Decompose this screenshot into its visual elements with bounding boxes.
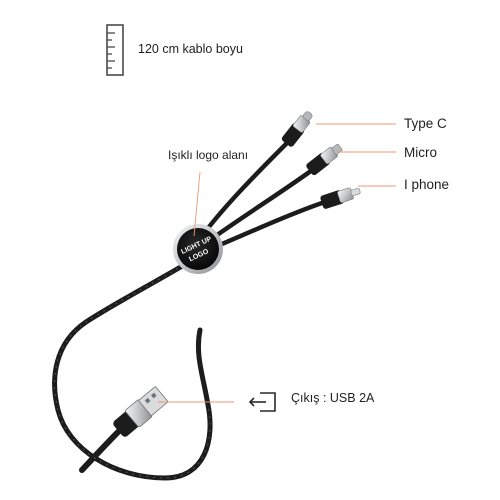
micro-cable: [207, 165, 318, 243]
usb-cable: [79, 425, 125, 473]
cable-texture: [54, 264, 211, 479]
leader-logo: [193, 171, 201, 237]
micro-label: Micro: [404, 145, 437, 160]
output-arrow-icon: [248, 392, 276, 412]
logo-area-label: Işıklı logo alanı: [168, 148, 249, 162]
iphone-label: I phone: [404, 177, 450, 192]
type-c-label: Type C: [404, 116, 447, 131]
type-c-connector: [281, 111, 313, 147]
cable-length-label: 120 cm kablo boyu: [138, 42, 243, 56]
output-label: Çıkış : USB 2A: [291, 391, 375, 405]
usb-a-connector: [113, 386, 169, 437]
iphone-connector: [320, 187, 361, 209]
iphone-cable: [212, 199, 328, 250]
logo-hub: [173, 224, 223, 274]
main-cable-loop: [52, 262, 213, 481]
ruler-icon: [106, 24, 124, 76]
micro-connector: [306, 143, 343, 176]
type-c-cable: [199, 137, 293, 239]
